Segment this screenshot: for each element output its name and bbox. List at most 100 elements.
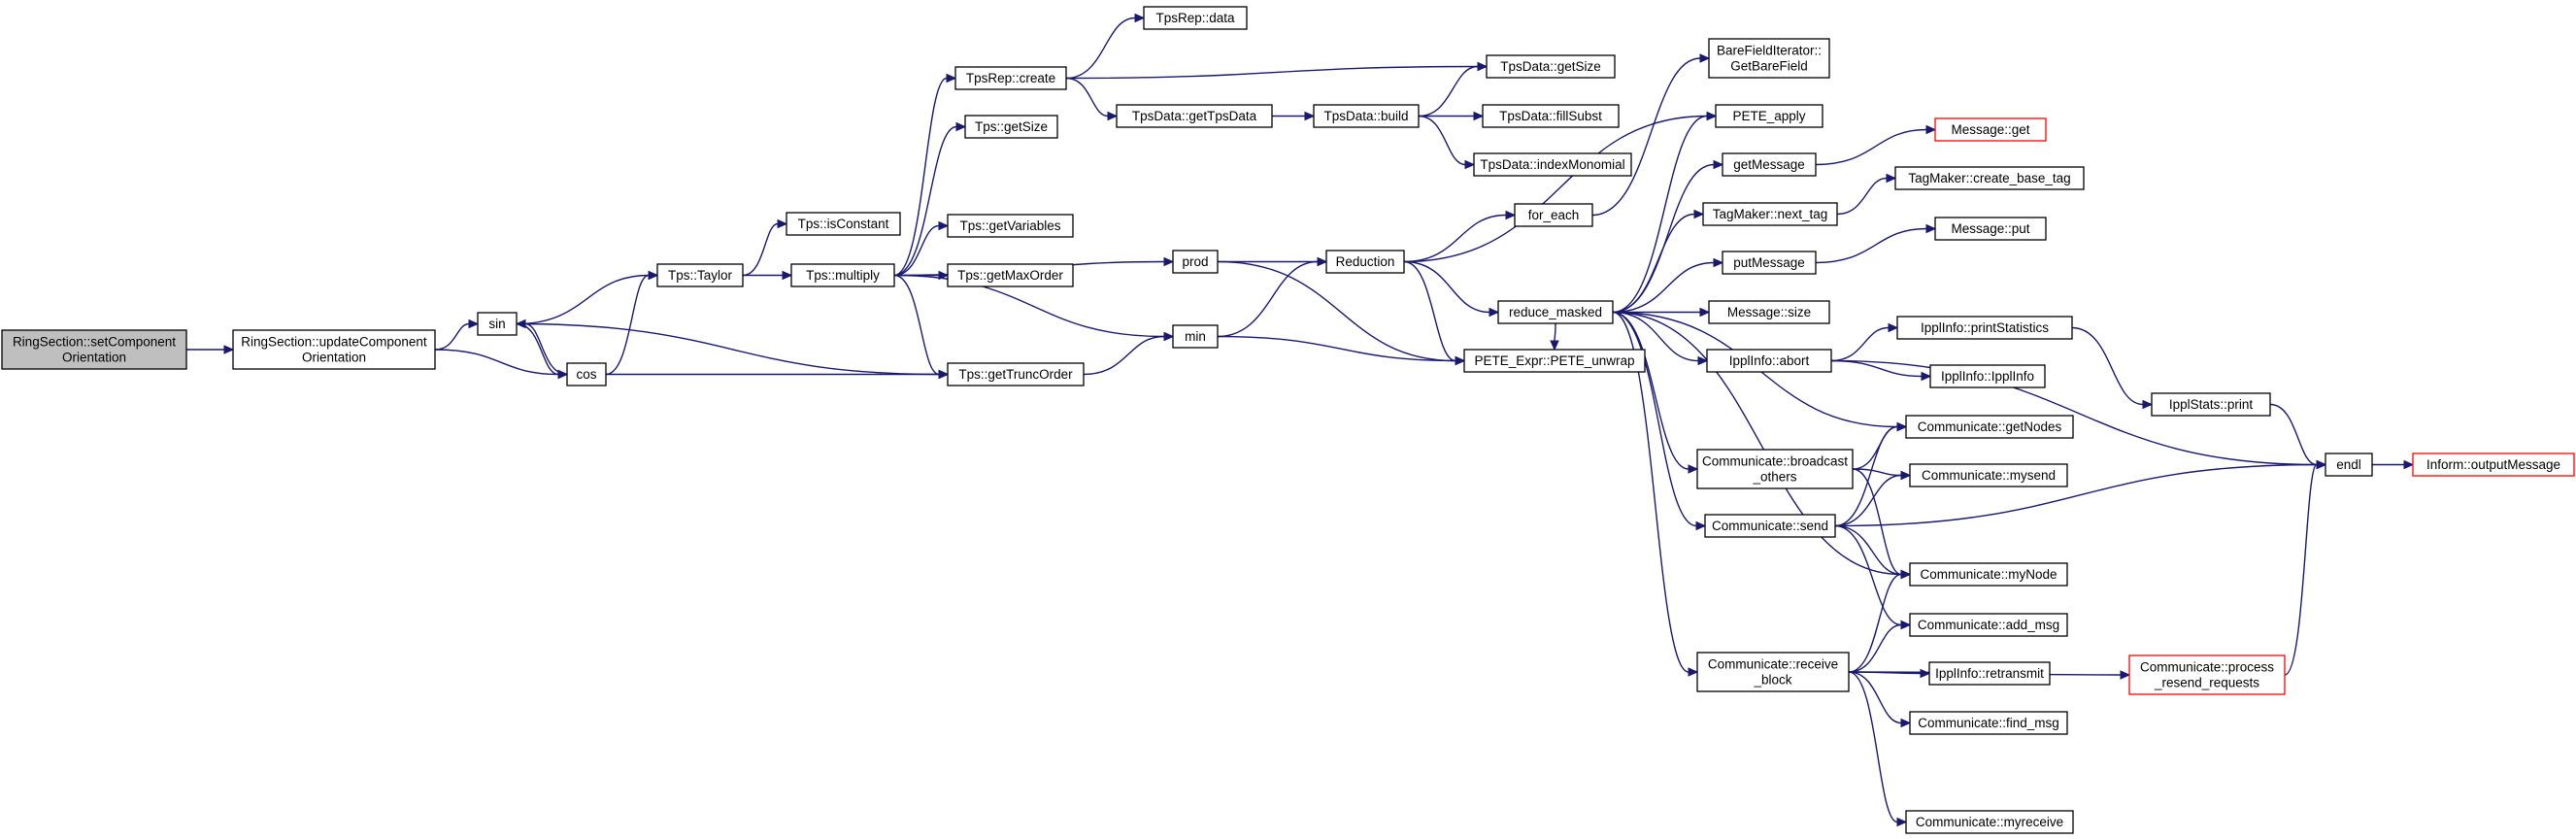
node-box <box>1909 463 2068 487</box>
node-mynode[interactable]: Communicate::myNode <box>1909 562 2068 587</box>
node-repdata[interactable]: TpsRep::data <box>1143 6 1248 30</box>
edge-getmessage-to-msgget <box>1815 128 1927 166</box>
node-box <box>1896 316 2073 340</box>
node-label: GetBareField <box>1730 59 1808 74</box>
node-getvars[interactable]: Tps::getVariables <box>947 214 1074 238</box>
node-recvblock[interactable]: Communicate::receive_block <box>1696 652 1850 692</box>
node-label: Communicate::add_msg <box>1918 618 2059 632</box>
node-myreceive[interactable]: Communicate::myreceive <box>1905 810 2074 834</box>
node-gettpsdata[interactable]: TpsData::getTpsData <box>1116 104 1273 128</box>
node-box <box>790 263 895 287</box>
node-box <box>947 362 1085 386</box>
edge-cos-to-sin <box>524 322 568 376</box>
arrowhead <box>1888 322 1899 333</box>
arrowhead <box>1699 307 1711 318</box>
node-label: Tps::getTruncOrder <box>958 367 1073 382</box>
node-retransmit[interactable]: IpplInfo::retransmit <box>1928 661 2051 686</box>
node-taylor[interactable]: Tps::Taylor <box>656 263 744 287</box>
node-findmsg[interactable]: Communicate::find_msg <box>1909 711 2068 735</box>
node-msgput[interactable]: Message::put <box>1934 217 2047 241</box>
node-endl[interactable]: endl <box>2325 453 2373 477</box>
edge-update-to-cos <box>434 349 559 376</box>
edge-reducemasked-to-unwrap <box>1554 322 1556 342</box>
node-box <box>1473 152 1632 177</box>
node-label: cos <box>576 367 596 382</box>
node-box <box>1325 250 1405 274</box>
node-getnodes[interactable]: Communicate::getNodes <box>1905 415 2074 439</box>
edge-nexttag-to-basetag <box>1836 177 1888 216</box>
node-getmax[interactable]: Tps::getMaxOrder <box>947 263 1074 287</box>
node-multiply[interactable]: Tps::multiply <box>790 263 895 287</box>
node-getmessage[interactable]: getMessage <box>1722 152 1817 177</box>
node-abort[interactable]: IpplInfo::abort <box>1706 349 1832 373</box>
node-sin[interactable]: sin <box>477 312 518 336</box>
arrowhead <box>777 218 788 229</box>
node-box <box>1143 6 1248 30</box>
node-box <box>1909 562 2068 587</box>
node-barefield[interactable]: BareFieldIterator::GetBareField <box>1708 38 1830 79</box>
node-bcast[interactable]: Communicate::broadcast_others <box>1696 449 1854 489</box>
arrowhead <box>515 319 526 329</box>
node-prod[interactable]: prod <box>1172 250 1219 274</box>
node-box <box>1 329 187 370</box>
node-label: TpsData::indexMonomial <box>1480 157 1624 172</box>
node-indexmono[interactable]: TpsData::indexMonomial <box>1473 152 1632 177</box>
node-label: RingSection::setComponent <box>13 335 176 350</box>
node-statsprint[interactable]: IpplStats::print <box>2151 392 2271 417</box>
node-label: TpsData::getTpsData <box>1132 109 1257 123</box>
arrowhead <box>1163 331 1175 342</box>
node-peteapply[interactable]: PETE_apply <box>1715 104 1823 128</box>
edge-reducemasked-to-putmessage <box>1612 261 1715 314</box>
node-build[interactable]: TpsData::build <box>1313 104 1420 128</box>
node-label: IpplInfo::retransmit <box>1935 666 2044 681</box>
node-getsize[interactable]: Tps::getSize <box>964 115 1058 139</box>
arrowhead <box>946 73 957 84</box>
node-mysend[interactable]: Communicate::mysend <box>1909 463 2068 487</box>
node-dgetsize[interactable]: TpsData::getSize <box>1486 54 1616 79</box>
node-basetag[interactable]: TagMaker::create_base_tag <box>1894 166 2085 190</box>
node-reduction[interactable]: Reduction <box>1325 250 1405 274</box>
arrowhead <box>1697 355 1709 366</box>
node-nexttag[interactable]: TagMaker::next_tag <box>1702 202 1838 226</box>
arrowhead <box>1550 340 1559 352</box>
node-reducemasked[interactable]: reduce_masked <box>1497 300 1614 324</box>
node-outmsg[interactable]: Inform::outputMessage <box>2412 453 2575 477</box>
node-label: Communicate::broadcast <box>1702 454 1848 469</box>
node-addmsg[interactable]: Communicate::add_msg <box>1909 613 2068 637</box>
node-putmessage[interactable]: putMessage <box>1722 251 1817 275</box>
node-unwrap[interactable]: PETE_Expr::PETE_unwrap <box>1463 349 1646 373</box>
node-isconst[interactable]: Tps::isConstant <box>786 212 901 236</box>
edge-min-to-reduction <box>1217 260 1319 338</box>
node-cos[interactable]: cos <box>566 362 607 386</box>
node-label: Tps::Taylor <box>668 268 733 283</box>
edge-recvblock-to-mynode <box>1848 573 1902 673</box>
node-box <box>1172 250 1219 274</box>
arrowhead <box>2316 459 2327 470</box>
node-box <box>1486 54 1616 79</box>
node-min[interactable]: min <box>1172 324 1219 349</box>
node-fillsubst[interactable]: TpsData::fillSubst <box>1482 104 1620 128</box>
arrowhead <box>1925 124 1937 135</box>
node-repcreate[interactable]: TpsRep::create <box>954 66 1067 90</box>
arrowhead <box>1134 13 1146 23</box>
node-send[interactable]: Communicate::send <box>1704 514 1836 538</box>
arrowhead <box>1688 464 1699 474</box>
node-label: Communicate::send <box>1712 519 1828 533</box>
edge-multiply-to-repcreate <box>893 77 948 277</box>
node-box <box>1696 652 1850 692</box>
node-trunc[interactable]: Tps::getTruncOrder <box>947 362 1085 386</box>
node-msgget[interactable]: Message::get <box>1934 117 2047 142</box>
node-label: Communicate::myNode <box>1920 567 2057 582</box>
node-printstats[interactable]: IpplInfo::printStatistics <box>1896 316 2073 340</box>
node-label: getMessage <box>1733 157 1805 172</box>
arrowhead <box>1900 470 1912 481</box>
node-box <box>1704 514 1836 538</box>
node-ipplinfo[interactable]: IpplInfo::IpplInfo <box>1929 364 2046 388</box>
node-foreach[interactable]: for_each <box>1514 203 1593 227</box>
node-resend[interactable]: Communicate::process_resend_requests <box>2128 654 2286 695</box>
node-box <box>1905 415 2074 439</box>
node-msgsize[interactable]: Message::size <box>1708 300 1830 324</box>
